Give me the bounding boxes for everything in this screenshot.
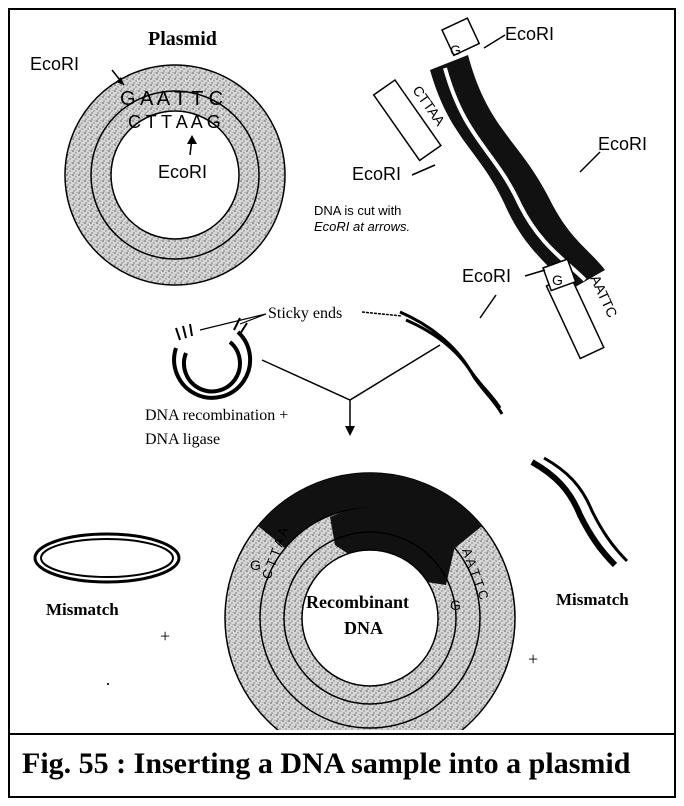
arrow-insert-top [484,35,505,48]
dna-insert: G CTTAA AATTC G [374,18,621,358]
recombinant-label-1: Recombinant [306,592,409,612]
plus-right: + [528,649,538,669]
recomb-g-right: G [450,597,461,613]
ecori-label-insert-bottom: EcoRI [462,266,511,286]
insert-right-seq: AATTC [587,273,620,320]
arrow-insert-right [580,152,600,172]
mismatch-plasmid-left [35,534,179,582]
cut-note-1: DNA is cut with [314,203,401,218]
insert-top-g: G [450,42,461,58]
dot-left: · [105,674,111,694]
ecori-label-insert-right: EcoRI [598,134,647,154]
arrow-insert-left [412,165,435,175]
dna-to-be-inserted-2: inserted [532,98,582,114]
figure-caption: Fig. 55 : Inserting a DNA sample into a … [22,747,630,781]
sticky-ends-pointer-left [200,314,266,330]
ecori-label-plasmid-top: EcoRI [30,54,79,74]
mismatch-insert-right [532,458,627,565]
plus-left: + [160,626,170,646]
recombination-label-1: DNA recombination + [145,407,288,424]
dna-to-be-inserted-1: DNA to be [524,82,588,98]
cut-note-2: EcoRI at arrows. [314,219,410,234]
recomb-g-left: G [250,557,261,573]
plasmid-seq-bottom: C T T A A G [128,112,221,132]
mismatch-left-label: Mismatch [46,600,119,619]
ecori-label-insert-left: EcoRI [352,164,401,184]
arrow-insert-bottom [525,270,545,276]
cut-insert [400,312,502,414]
join-lines [262,345,440,430]
plasmid-title: Plasmid [148,28,217,50]
recombinant-label-2: DNA [344,618,383,638]
sticky-ends-pointer-right [362,312,402,316]
cut-plasmid [174,318,250,398]
plasmid-seq-top: G A A T T C [120,88,223,110]
arrow-insert-down [480,295,496,318]
ecori-label-insert-top: EcoRI [505,24,554,44]
join-arrow-head [345,426,355,436]
insert-bottom-g: G [552,272,563,288]
recombination-label-2: DNA ligase [145,431,220,448]
mismatch-right-label: Mismatch [556,590,629,609]
ecori-label-plasmid-inner: EcoRI [158,162,207,182]
sticky-ends-label: Sticky ends [268,305,342,322]
caption-bar: Fig. 55 : Inserting a DNA sample into a … [8,733,676,798]
dna-insertion-diagram: Plasmid EcoRI G A A T T C C T T A A G Ec… [0,0,684,730]
